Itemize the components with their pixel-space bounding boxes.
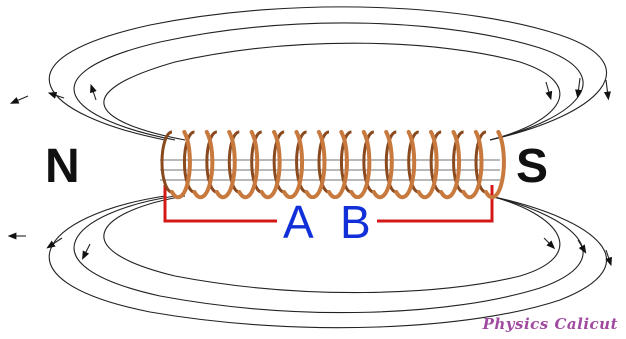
arrow [47, 92, 65, 99]
field-line [73, 22, 584, 141]
field-lines-top [9, 6, 611, 141]
coil-loop-front [327, 130, 349, 200]
field-line [48, 195, 608, 329]
arrow [545, 81, 553, 101]
field-line [73, 195, 584, 314]
coil-loop-front [439, 130, 462, 200]
terminal-a-label: A [277, 199, 320, 245]
coil-loop-front [461, 130, 484, 200]
coil-loop-front [214, 130, 237, 200]
coil-loop-back [384, 130, 397, 194]
coil-loop-back [474, 130, 487, 194]
arrow [603, 79, 611, 101]
coil-loop-back [295, 130, 307, 194]
coil-loop-back [182, 130, 195, 194]
arrow [9, 95, 29, 104]
arrow [46, 237, 63, 249]
south-pole-label: S [516, 140, 549, 193]
coil-loop-back [429, 130, 442, 194]
coil-loop-front [237, 130, 260, 200]
coil-loop-back [272, 130, 285, 194]
coil-loop-back [339, 130, 352, 194]
field-line [103, 195, 561, 294]
coil-loop-back [227, 130, 240, 194]
terminal-b-label: B [334, 199, 377, 245]
arrow [90, 83, 97, 101]
arrow [605, 249, 612, 267]
coil-loop-front [394, 130, 417, 200]
coil-loop-back [407, 130, 420, 194]
coil-loop-front [484, 130, 506, 200]
coil-loop-front [192, 130, 215, 200]
coil-loop-front [304, 130, 327, 200]
coil-loop-back [205, 130, 218, 194]
field-lines-bottom [7, 195, 612, 329]
coil-loop-front [259, 130, 282, 200]
arrow [543, 237, 556, 250]
coil-loop-front [282, 130, 305, 200]
field-line [103, 42, 561, 141]
field-line [48, 6, 608, 141]
coil-loop-back [160, 130, 173, 194]
coil-loop-back [362, 130, 375, 194]
coil-loop-back [250, 130, 263, 194]
wire-lead-a [163, 185, 290, 223]
north-pole-label: N [45, 140, 80, 193]
solenoid-coil [160, 130, 506, 200]
coil-loop-back [452, 130, 464, 194]
coil-loop-front [371, 130, 394, 200]
coil-loop-front [349, 130, 372, 200]
arrow [82, 243, 91, 260]
watermark-text: Physics Calicut [482, 315, 618, 333]
arrow [575, 77, 583, 99]
field-lines-inner [160, 159, 500, 181]
coil-loop-front [416, 130, 439, 200]
coil-loop-back [317, 130, 330, 194]
arrow [577, 239, 587, 254]
coil-loop-front [170, 130, 192, 200]
